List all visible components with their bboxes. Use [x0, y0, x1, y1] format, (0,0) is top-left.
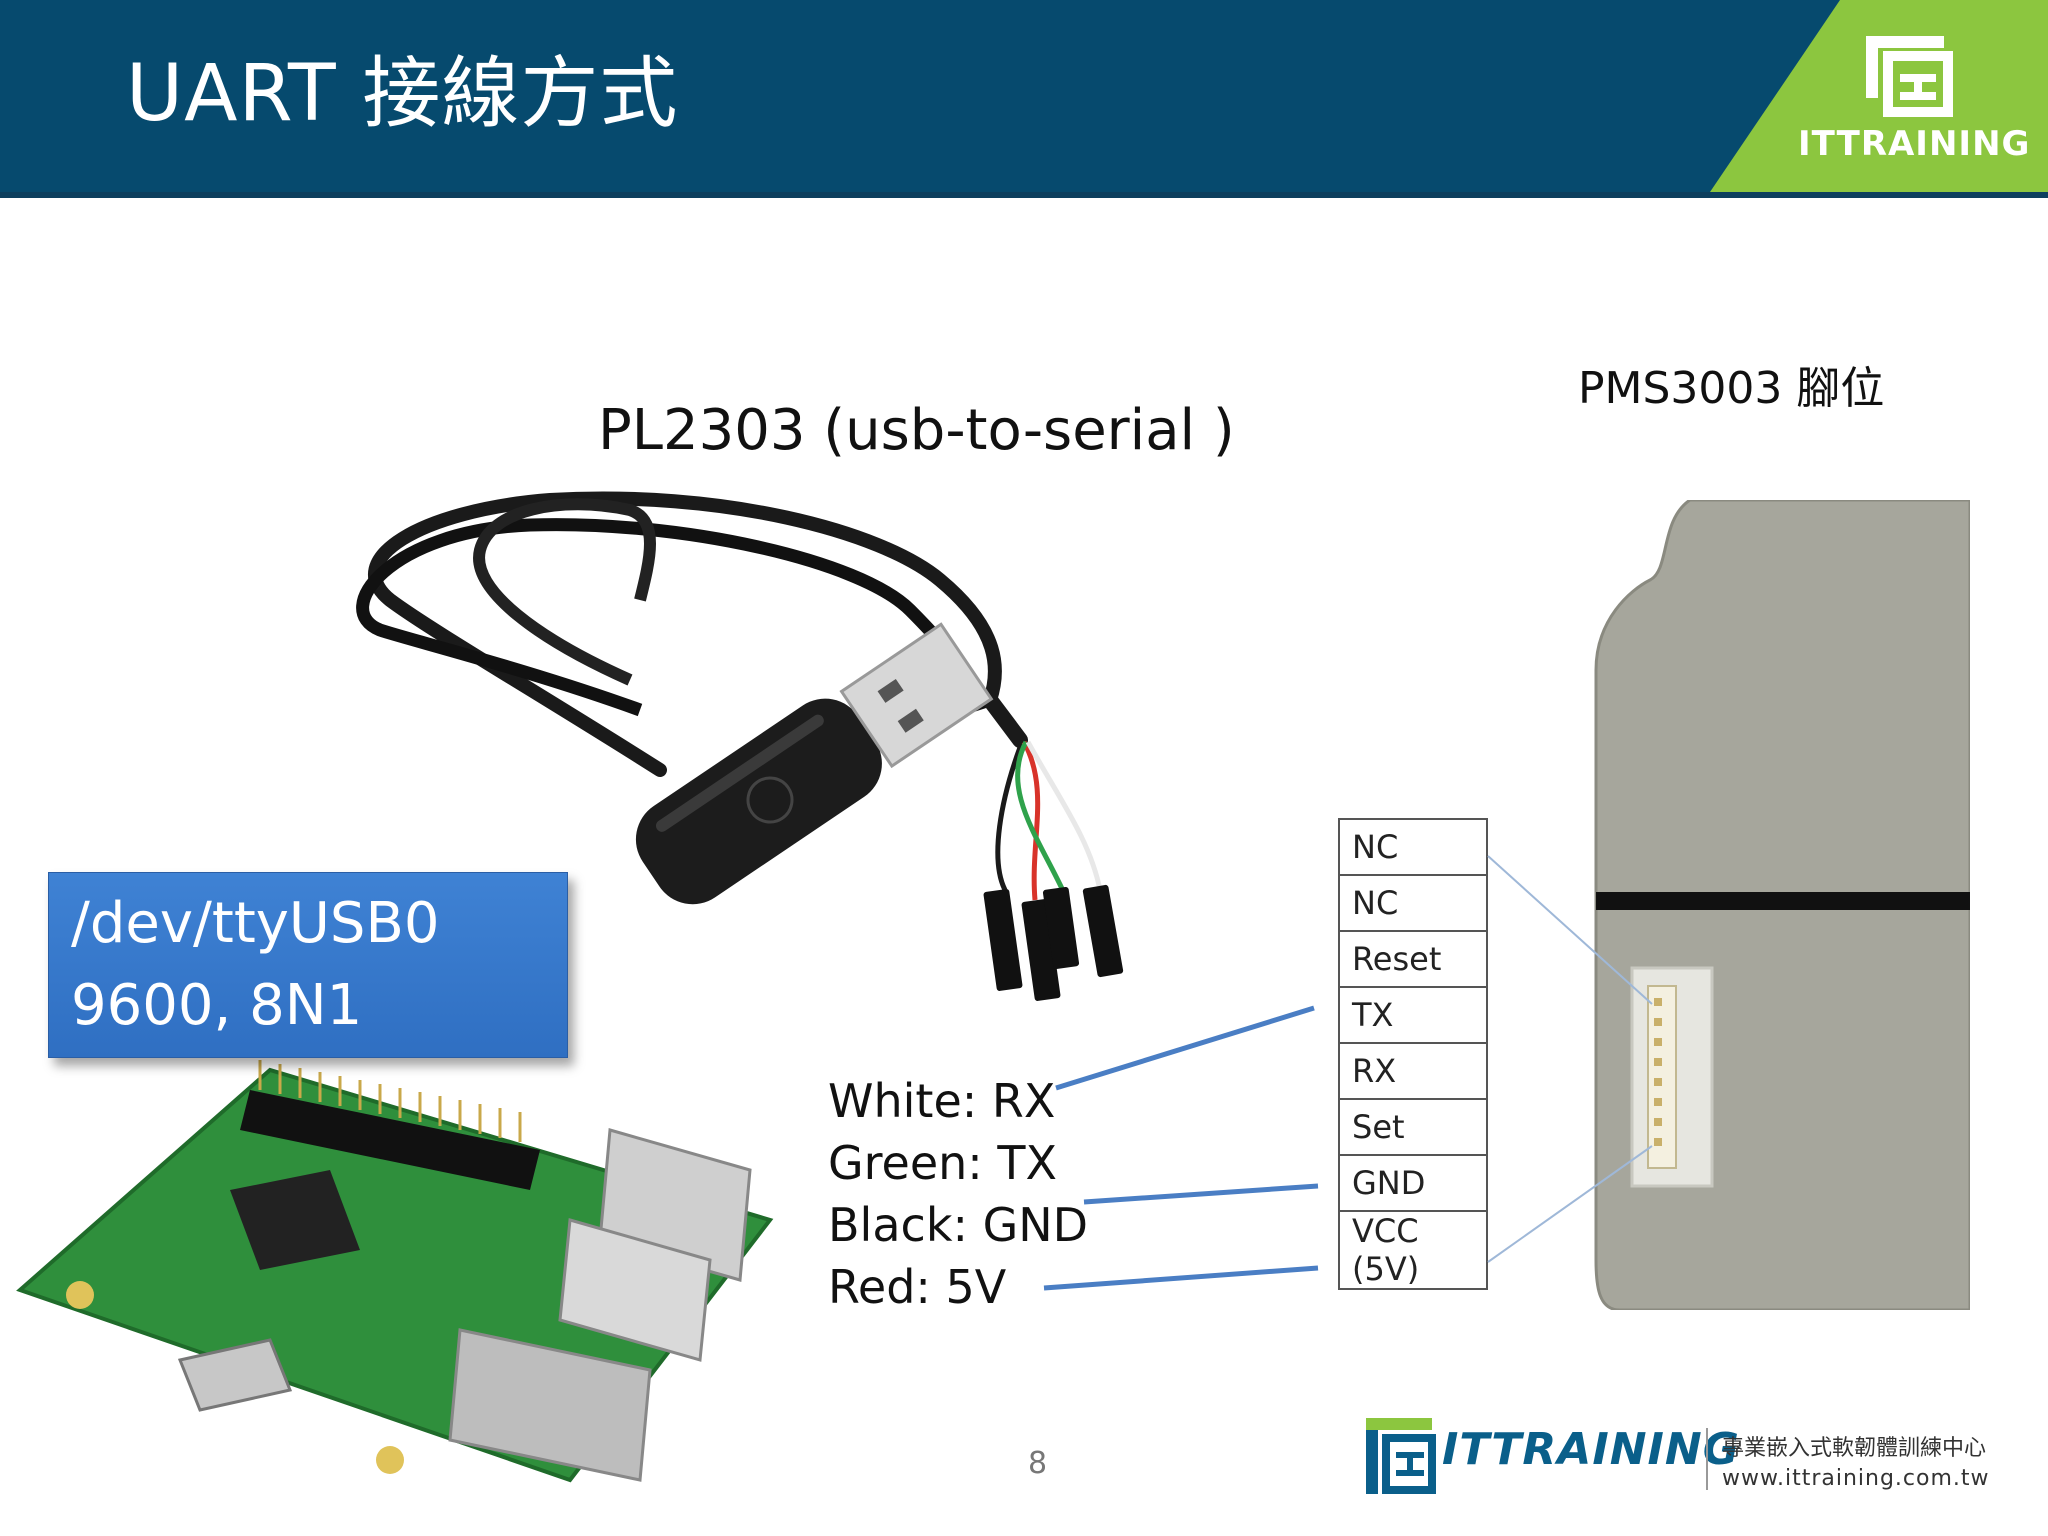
line-white-to-tx [1055, 1005, 1315, 1091]
device-path: /dev/ttyUSB0 [71, 891, 440, 956]
pin-label: TX [1338, 986, 1488, 1044]
page-number: 8 [1028, 1446, 1048, 1481]
slide-header: UART 接線方式 ITTRAINING [0, 0, 2048, 198]
pin-row: GND [1338, 1154, 1488, 1212]
device-settings-box: /dev/ttyUSB0 9600, 8N1 [48, 872, 568, 1058]
pin-row: RX [1338, 1042, 1488, 1100]
logo-mark-icon [1866, 36, 1953, 117]
pin-row: NC [1338, 874, 1488, 932]
usb-adapter-caption: PL2303 (usb-to-serial ) [598, 398, 1235, 463]
ittraining-logo [1710, 0, 2048, 192]
pin-label: NC [1338, 874, 1488, 932]
raspberry-pi-board-image [16, 1060, 774, 1483]
pms3003-sensor-image [1594, 500, 1970, 1310]
pin-label: NC [1338, 818, 1488, 876]
pin-row: NC [1338, 818, 1488, 876]
pms-pinout-caption: PMS3003 腳位 [1578, 363, 1885, 414]
pin-row: TX [1338, 986, 1488, 1044]
slide-title: UART 接線方式 [126, 49, 679, 139]
pin-label: VCC (5V) [1338, 1210, 1488, 1290]
pin-row: Set [1338, 1098, 1488, 1156]
pin-label: Reset [1338, 930, 1488, 988]
pin-row: VCC (5V) [1338, 1210, 1488, 1290]
wire-legend-white: White: RX [828, 1074, 1056, 1128]
pin-label: Set [1338, 1098, 1488, 1156]
logo-text: ITTRAINING [1798, 124, 2031, 164]
pin-label: GND [1338, 1154, 1488, 1212]
pms3003-pin-table: NC NC Reset TX RX Set GND VCC (5V) [1338, 818, 1488, 1290]
footer-subtitle: 專業嵌入式軟韌體訓練中心 [1722, 1436, 1987, 1461]
wire-legend-red: Red: 5V [828, 1260, 1007, 1314]
pin-label: RX [1338, 1042, 1488, 1100]
footer-url: www.ittraining.com.tw [1722, 1466, 1990, 1491]
usb-serial-cable-image [356, 491, 1124, 1001]
line-black-to-gnd [1083, 1183, 1319, 1205]
footer-logo-icon [1366, 1418, 1436, 1494]
pin-row: Reset [1338, 930, 1488, 988]
serial-settings: 9600, 8N1 [71, 973, 363, 1038]
wire-color-legend: White: RX Green: TX Black: GND Red: 5V [828, 1070, 1088, 1318]
wire-legend-black: Black: GND [828, 1198, 1089, 1252]
footer-brand: ITTRAINING [1442, 1424, 1740, 1475]
footer-divider [1706, 1428, 1708, 1490]
wire-legend-green: Green: TX [828, 1136, 1058, 1190]
